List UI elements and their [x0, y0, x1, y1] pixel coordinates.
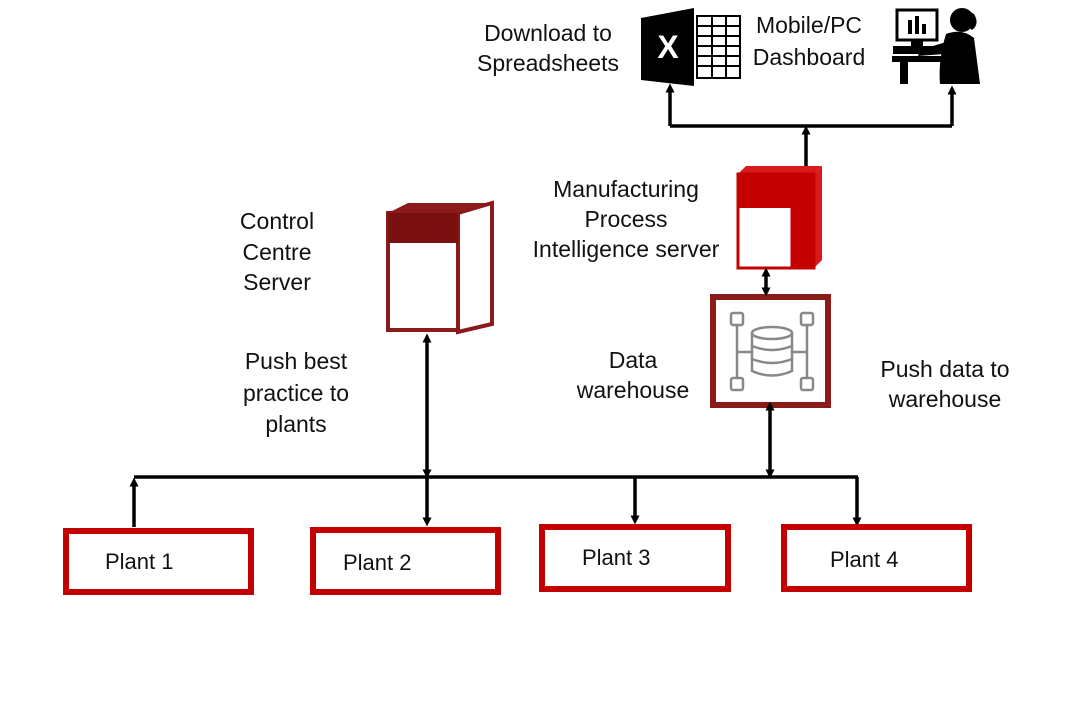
plant-box-1: Plant 1 [63, 528, 254, 595]
top-connectors [665, 83, 957, 170]
plant-bus [129, 475, 862, 527]
svg-text:warehouse: warehouse [576, 377, 690, 403]
svg-text:plants: plants [265, 411, 326, 437]
push-data-label: Push data to warehouse [880, 356, 1009, 412]
svg-text:Server: Server [243, 269, 311, 295]
excel-letter: X [657, 29, 679, 65]
plant-box-2: Plant 2 [310, 527, 501, 595]
svg-text:Manufacturing: Manufacturing [553, 176, 699, 202]
middle-connectors [422, 267, 775, 479]
plant-label: Plant 2 [343, 550, 412, 575]
svg-text:Push data to: Push data to [880, 356, 1009, 382]
dashboard-label: Mobile/PC Dashboard [753, 12, 866, 70]
control-centre-server-icon [386, 200, 494, 335]
mpi-server-icon [736, 166, 822, 270]
plant-label: Plant 1 [105, 549, 174, 574]
plant-label: Plant 3 [582, 545, 651, 570]
excel-icon: X [641, 8, 741, 86]
mpi-server-label: Manufacturing Process Intelligence serve… [533, 176, 720, 262]
svg-text:warehouse: warehouse [888, 386, 1002, 412]
svg-text:Data: Data [609, 347, 658, 373]
download-label: Download to Spreadsheets [477, 20, 619, 76]
svg-text:Push best: Push best [245, 348, 348, 374]
plant-box-3: Plant 3 [539, 524, 731, 592]
svg-text:Mobile/PC: Mobile/PC [756, 12, 862, 38]
push-practice-label: Push best practice to plants [243, 348, 349, 437]
data-warehouse-label: Data warehouse [576, 347, 690, 403]
plant-box-4: Plant 4 [781, 524, 972, 592]
svg-text:Control: Control [240, 208, 314, 234]
svg-text:Centre: Centre [242, 239, 311, 265]
plant-label: Plant 4 [830, 547, 899, 572]
svg-text:Process: Process [584, 206, 667, 232]
svg-text:Download to: Download to [484, 20, 612, 46]
svg-text:Dashboard: Dashboard [753, 44, 866, 70]
control-server-label: Control Centre Server [240, 208, 314, 295]
svg-text:Intelligence server: Intelligence server [533, 236, 720, 262]
svg-text:Spreadsheets: Spreadsheets [477, 50, 619, 76]
svg-text:practice to: practice to [243, 380, 349, 406]
data-warehouse-icon [710, 294, 831, 408]
user-at-computer-icon [892, 8, 980, 84]
